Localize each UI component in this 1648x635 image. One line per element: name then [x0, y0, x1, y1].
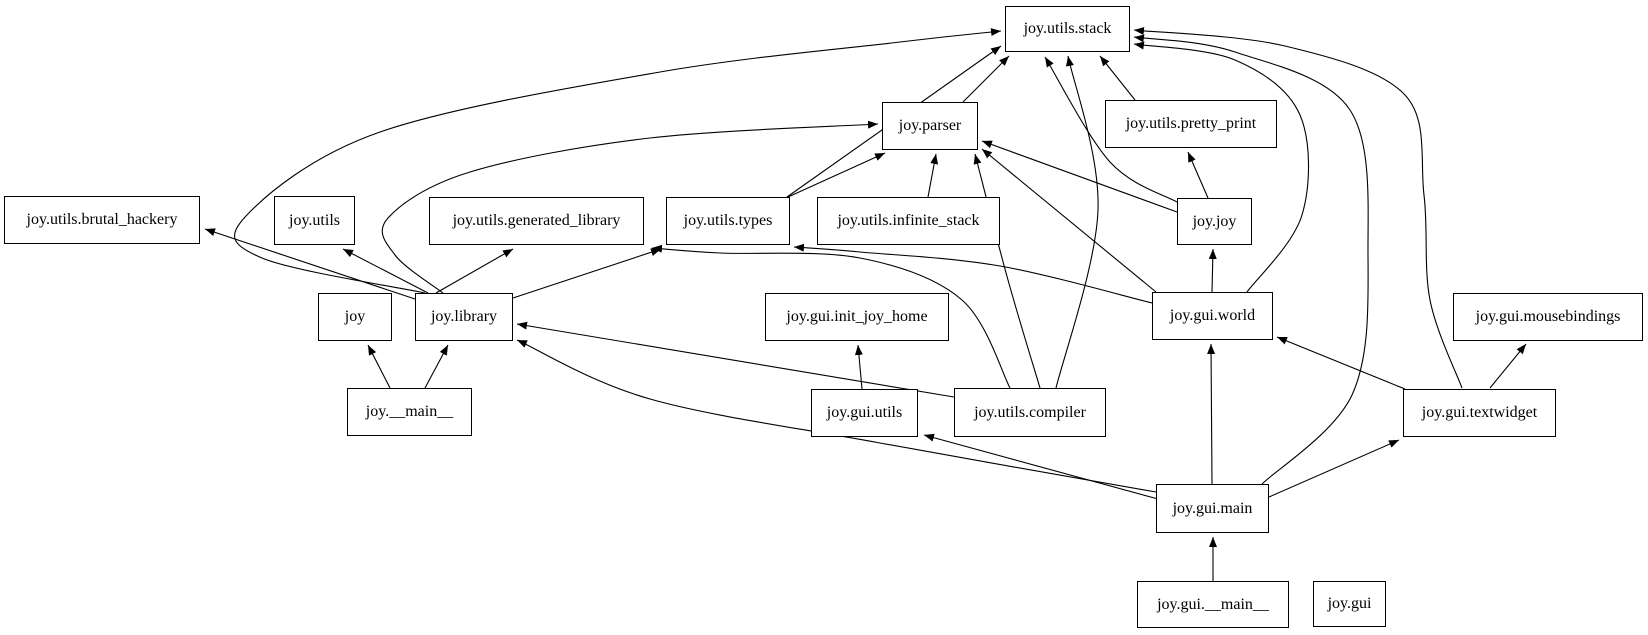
edge-joy_utils_compiler-to-joy_library — [516, 321, 955, 398]
edge-joy_gui_textwidget-to-joy_utils_stack — [1133, 27, 1463, 389]
edge-joy_library-to-joy_utils_types — [512, 248, 662, 299]
edge-joy_library-to-joy_utils — [342, 248, 429, 294]
edge-joy_library-to-joy_utils_generated_library — [435, 248, 514, 294]
node-joy_gui___main__: joy.gui.__main__ — [1137, 581, 1289, 628]
edge-joy_gui_main-to-joy_library — [516, 339, 1157, 493]
edge-joy_parser-to-joy_utils_stack — [962, 55, 1010, 103]
edge-joy_utils_infinite_stack-to-joy_parser — [927, 153, 939, 198]
edge-joy_library-to-joy_utils_stack — [234, 28, 1002, 294]
edge-joy_gui_main-to-joy_gui_utils — [923, 433, 1159, 500]
node-joy_library: joy.library — [415, 293, 513, 341]
node-joy_utils_generated_library: joy.utils.generated_library — [429, 197, 644, 245]
edge-joy_utils_compiler-to-joy_utils_stack — [1055, 55, 1099, 389]
node-joy___main__: joy.__main__ — [347, 388, 472, 436]
node-joy_gui_main: joy.gui.main — [1156, 484, 1269, 533]
node-joy_gui_mousebindings: joy.gui.mousebindings — [1453, 293, 1643, 341]
node-joy: joy — [318, 293, 392, 341]
node-joy_utils_types: joy.utils.types — [666, 197, 790, 245]
edge-joy_gui_main-to-joy_gui_textwidget — [1268, 439, 1400, 498]
node-joy_utils_compiler: joy.utils.compiler — [954, 388, 1106, 437]
node-joy_utils_stack: joy.utils.stack — [1005, 6, 1130, 52]
edge-joy_utils_pretty_print-to-joy_utils_stack — [1099, 55, 1136, 101]
node-joy_gui: joy.gui — [1313, 581, 1386, 627]
edge-joy_utils_types-to-joy_parser — [787, 152, 886, 198]
edge-joy_gui_world-to-joy_utils_stack — [1133, 41, 1310, 293]
edge-joy_gui_utils-to-joy_gui_init_joy_home — [854, 344, 863, 390]
node-joy_parser: joy.parser — [882, 102, 978, 150]
edge-joy_gui_world-to-joy_parser — [981, 148, 1157, 293]
node-joy_utils_brutal_hackery: joy.utils.brutal_hackery — [4, 196, 200, 244]
edge-joy_utils_compiler-to-joy_utils_generated_library — [651, 244, 1011, 389]
edge-joy_joy-to-joy_utils_stack — [1044, 56, 1178, 203]
node-joy_utils_infinite_stack: joy.utils.infinite_stack — [817, 197, 1000, 245]
edge-joy_joy-to-joy_utils_pretty_print — [1187, 151, 1209, 199]
edge-joy_joy-to-joy_parser — [981, 140, 1178, 213]
edge-joy_library-to-joy_utils_brutal_hackery — [204, 228, 416, 300]
edge-joy_gui_world-to-joy_joy — [1208, 248, 1217, 293]
node-joy_gui_world: joy.gui.world — [1152, 292, 1273, 340]
edge-joy_utils_compiler-to-joy_parser — [973, 153, 1041, 389]
edge-joy___main__-to-joy — [367, 344, 391, 389]
edge-joy_gui_textwidget-to-joy_gui_world — [1276, 336, 1406, 390]
node-joy_gui_init_joy_home: joy.gui.init_joy_home — [765, 293, 949, 341]
edge-joy_gui_textwidget-to-joy_gui_mousebindings — [1489, 343, 1527, 389]
edge-joy_gui_world-to-joy_utils_types — [793, 243, 1153, 304]
node-joy_gui_textwidget: joy.gui.textwidget — [1403, 389, 1556, 437]
node-joy_utils_pretty_print: joy.utils.pretty_print — [1105, 100, 1277, 148]
edge-joy___main__-to-joy_library — [424, 344, 449, 389]
node-joy_gui_utils: joy.gui.utils — [811, 389, 918, 437]
edge-joy_library-to-joy_parser — [381, 120, 879, 294]
edge-joy_gui_main-to-joy_gui_world — [1207, 343, 1216, 485]
node-joy_utils: joy.utils — [274, 196, 355, 245]
edge-joy_gui_main-to-joy_utils_stack — [1133, 34, 1369, 485]
node-joy_joy: joy.joy — [1177, 198, 1252, 245]
